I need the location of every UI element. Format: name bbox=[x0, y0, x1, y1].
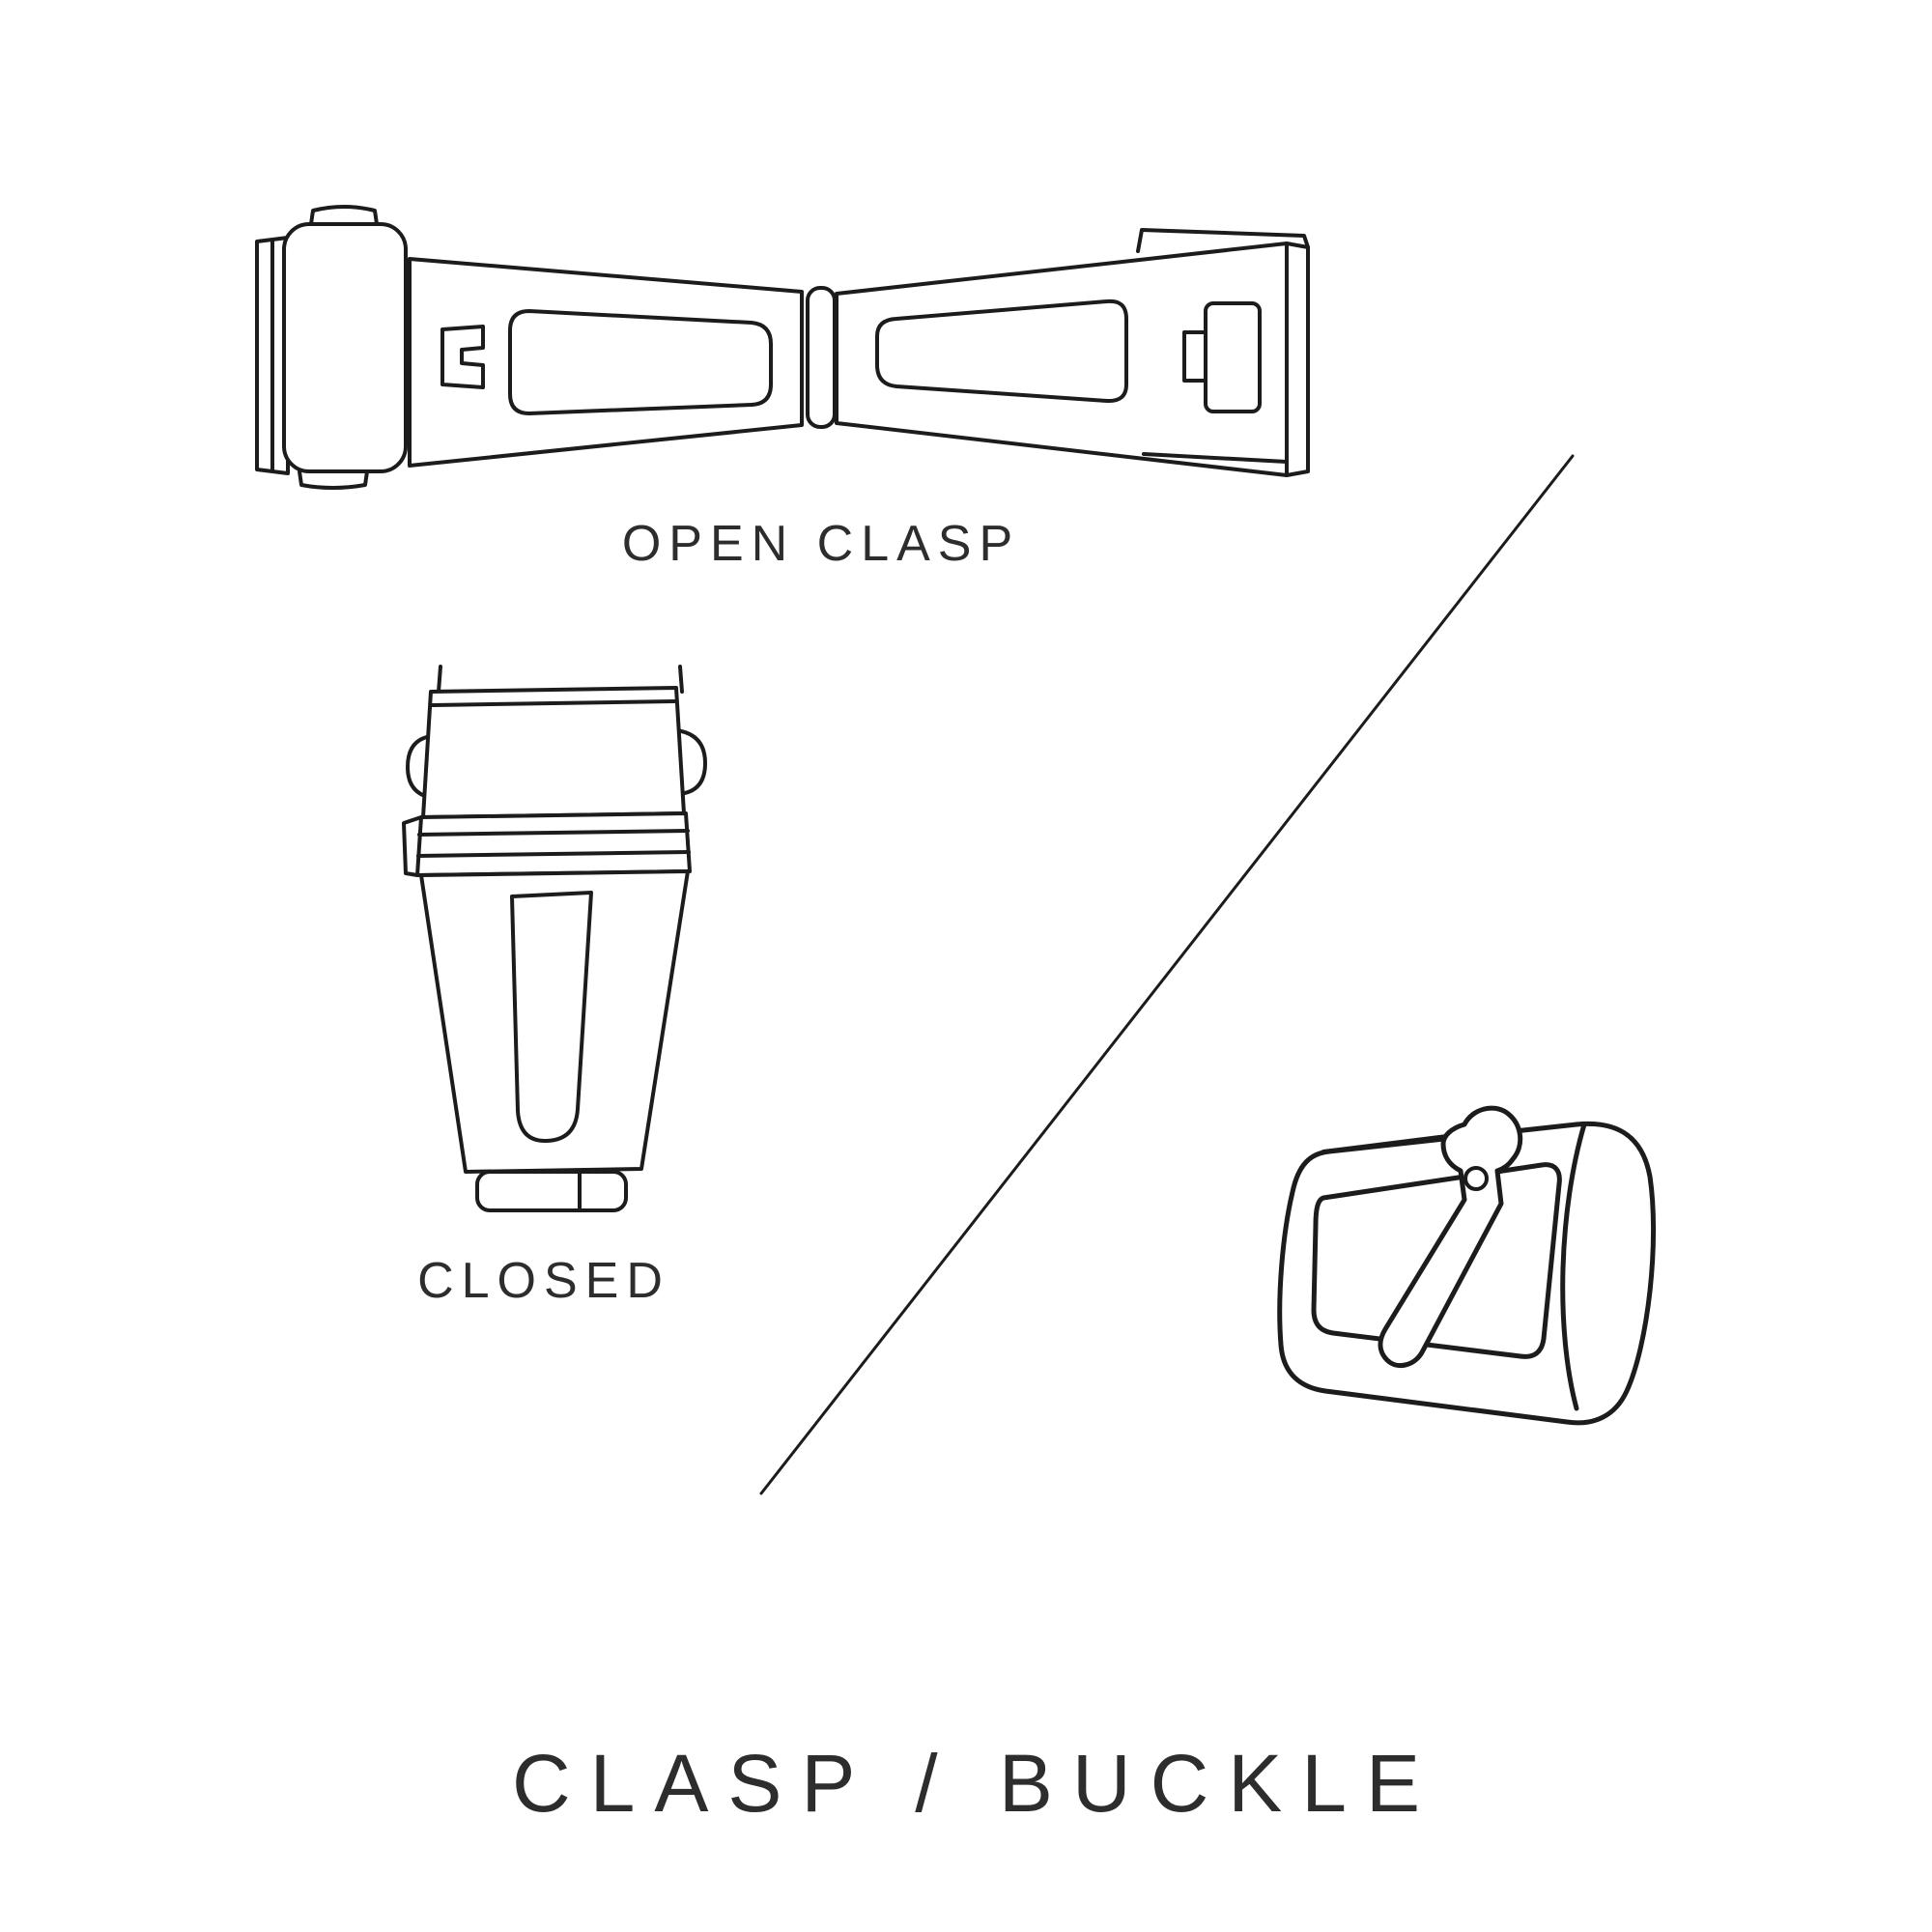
open-clasp-left-arm-window bbox=[508, 309, 773, 415]
open-clasp-left-arm-notch bbox=[440, 325, 485, 389]
buckle-frame-opening bbox=[1311, 1162, 1562, 1359]
open-clasp-right-cutout bbox=[1204, 301, 1262, 413]
open-clasp-hinge bbox=[806, 286, 837, 429]
closed-clasp-bottom-bar bbox=[475, 1170, 628, 1212]
closed-clasp-left-tab bbox=[406, 734, 435, 800]
closed-clasp-top-edge-line bbox=[431, 699, 676, 707]
closed-clasp-band-line-1 bbox=[417, 829, 690, 837]
open-clasp-right-end-top-plate bbox=[1136, 228, 1310, 253]
open-clasp-label: OPEN CLASP bbox=[622, 516, 1020, 572]
open-clasp-right-end-bottom-line bbox=[1142, 452, 1289, 464]
closed-clasp-body-window bbox=[510, 891, 593, 1144]
closed-clasp-right-prong bbox=[678, 665, 684, 694]
diagonal-divider-line bbox=[759, 454, 1575, 1495]
closed-label: CLOSED bbox=[417, 1253, 670, 1309]
open-clasp-right-end-edge bbox=[1285, 242, 1310, 477]
closed-clasp-band bbox=[415, 811, 692, 877]
open-clasp-right-arm-window bbox=[875, 298, 1128, 404]
page-title: CLASP / BUCKLE bbox=[512, 1738, 1439, 1829]
open-clasp-endlink-bottom-tab-line bbox=[298, 469, 369, 490]
open-clasp-right-cutout-bracket bbox=[1182, 330, 1208, 383]
buckle-keeper-ring bbox=[1463, 1166, 1489, 1191]
closed-clasp-body bbox=[419, 869, 690, 1174]
open-clasp-end-link bbox=[282, 222, 408, 473]
closed-clasp-band-line-2 bbox=[416, 850, 691, 858]
open-clasp-left-arm bbox=[408, 257, 804, 468]
open-clasp-endlink-top-tab-line bbox=[309, 205, 379, 226]
buckle-pin-line bbox=[1321, 1134, 1449, 1153]
tang-buckle-illustration bbox=[1277, 1105, 1657, 1426]
closed-clasp-right-tab bbox=[674, 728, 707, 796]
closed-clasp-top-section bbox=[421, 686, 686, 819]
open-clasp-right-arm bbox=[835, 242, 1289, 477]
closed-clasp-illustration bbox=[402, 665, 707, 1212]
closed-clasp-left-prong bbox=[437, 665, 442, 694]
buckle-right-bar-inner-edge bbox=[1560, 1122, 1587, 1411]
open-clasp-illustration bbox=[255, 205, 1310, 490]
closed-clasp-band-left-tab bbox=[402, 815, 423, 877]
